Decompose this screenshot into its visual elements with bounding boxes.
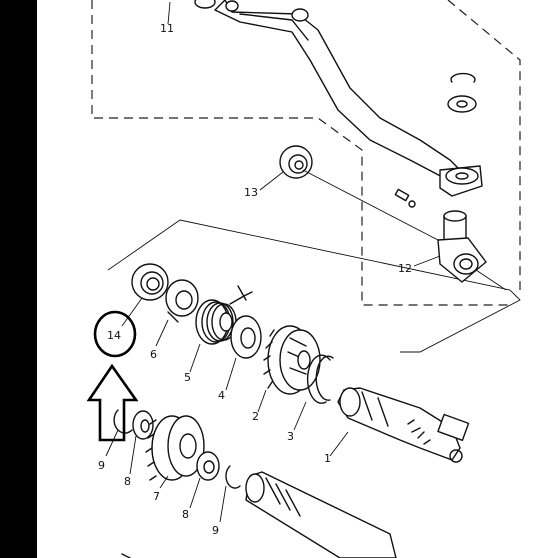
part-8-washer-upper	[132, 410, 154, 440]
callout-11: 11	[160, 22, 174, 35]
callout-6: 6	[150, 348, 157, 361]
highlight-annotation	[86, 310, 139, 442]
callout-7: 7	[153, 490, 160, 503]
part-9-circlip-lower	[225, 465, 241, 489]
callout-1: 1	[324, 452, 331, 465]
callout-5: 5	[184, 371, 191, 384]
part-5-spring	[195, 285, 253, 345]
highlight-circle	[93, 310, 137, 358]
small-bolt	[394, 188, 416, 208]
callout-4: 4	[218, 389, 225, 402]
part-3-circlip	[306, 354, 334, 404]
left-scan-edge	[0, 0, 37, 558]
callout-8-upper: 8	[124, 475, 131, 488]
callout-2: 2	[252, 410, 259, 423]
subassembly-outline	[107, 219, 521, 353]
part-9-circlip-upper	[113, 409, 133, 434]
part-2-ratchet-gear	[263, 325, 321, 395]
part-14-seal	[131, 263, 169, 301]
upper-washer	[447, 95, 477, 113]
callout-8-lower: 8	[182, 508, 189, 521]
dashed-boundary-right	[447, 0, 521, 290]
callout-14: 14	[107, 329, 121, 342]
lower-shaft	[245, 471, 397, 558]
callout-12: 12	[398, 262, 412, 275]
part-1-kick-axle	[337, 387, 470, 463]
pedal-boss	[439, 165, 483, 197]
part-8-washer-lower	[196, 451, 220, 481]
callout-13: 13	[244, 186, 258, 199]
kick-pedal-arm	[194, 0, 463, 181]
part-13-seal	[279, 145, 313, 179]
callout-3: 3	[287, 430, 294, 443]
part-7-idle-gear	[145, 415, 205, 481]
part-6-spring-guide	[165, 279, 199, 323]
callout-9-lower: 9	[212, 524, 219, 537]
callout-9-upper: 9	[98, 459, 105, 472]
part-12-clamp	[437, 210, 487, 283]
part-4-washer	[230, 315, 262, 359]
highlight-up-arrow-icon	[86, 363, 139, 442]
upper-circlip	[450, 72, 476, 83]
dashed-boundary-upper	[91, 0, 508, 306]
